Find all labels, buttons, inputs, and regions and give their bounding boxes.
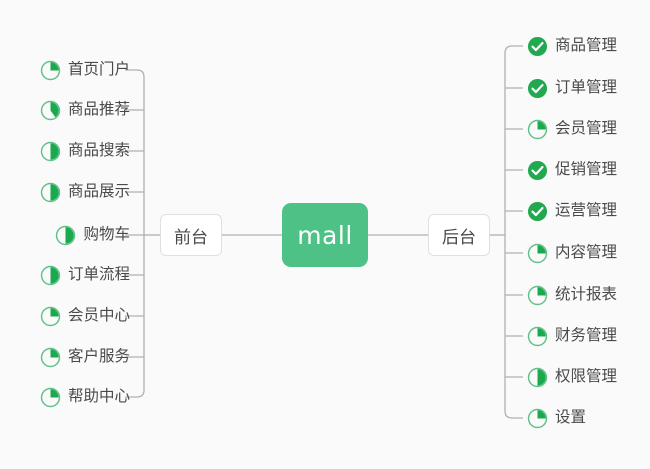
- progress-pie-icon: [40, 141, 61, 161]
- progress-pie-icon: [527, 367, 548, 387]
- leaf-item-订单流程[interactable]: 订单流程: [40, 263, 130, 287]
- leaf-item-label: 会员管理: [555, 119, 618, 138]
- leaf-item-label: 内容管理: [555, 243, 618, 262]
- leaf-item-label: 购物车: [83, 225, 130, 244]
- progress-pie-icon: [40, 100, 61, 120]
- progress-pie-icon: [527, 326, 548, 346]
- leaf-item-label: 商品展示: [67, 182, 130, 201]
- leaf-item-label: 权限管理: [555, 367, 618, 386]
- leaf-item-运营管理[interactable]: 运营管理: [527, 199, 617, 223]
- leaf-item-label: 财务管理: [555, 326, 618, 345]
- branch-node-backend-label: 后台: [442, 227, 476, 248]
- leaf-item-label: 订单管理: [555, 78, 618, 97]
- leaf-item-label: 统计报表: [555, 285, 618, 304]
- check-circle-icon: [527, 78, 548, 98]
- leaf-item-首页门户[interactable]: 首页门户: [40, 58, 130, 82]
- check-circle-icon: [527, 201, 548, 221]
- progress-pie-icon: [40, 387, 61, 407]
- leaf-item-商品推荐[interactable]: 商品推荐: [40, 98, 130, 122]
- leaf-item-label: 首页门户: [67, 60, 130, 79]
- progress-pie-icon: [40, 306, 61, 326]
- center-node-label: mall: [297, 220, 353, 250]
- progress-pie-icon: [527, 408, 548, 428]
- progress-pie-icon: [56, 225, 76, 245]
- leaf-item-label: 商品推荐: [67, 100, 130, 119]
- leaf-item-统计报表[interactable]: 统计报表: [527, 283, 617, 307]
- leaf-item-label: 帮助中心: [67, 387, 130, 406]
- leaf-item-财务管理[interactable]: 财务管理: [527, 324, 617, 348]
- progress-pie-icon: [40, 265, 61, 285]
- progress-pie-icon: [527, 285, 548, 305]
- leaf-item-label: 客户服务: [67, 347, 130, 366]
- leaf-item-会员管理[interactable]: 会员管理: [527, 117, 617, 141]
- leaf-item-label: 设置: [555, 408, 587, 427]
- leaf-item-label: 会员中心: [67, 306, 130, 325]
- leaf-item-订单管理[interactable]: 订单管理: [527, 76, 617, 100]
- leaf-item-权限管理[interactable]: 权限管理: [527, 365, 617, 389]
- leaf-item-label: 运营管理: [555, 201, 618, 220]
- center-node-mall[interactable]: mall: [282, 203, 368, 267]
- progress-pie-icon: [527, 119, 548, 139]
- progress-pie-icon: [40, 347, 61, 367]
- leaf-item-label: 促销管理: [555, 160, 618, 179]
- branch-node-backend[interactable]: 后台: [428, 214, 490, 256]
- leaf-item-购物车[interactable]: 购物车: [55, 223, 130, 247]
- progress-pie-icon: [527, 243, 548, 263]
- leaf-item-设置[interactable]: 设置: [527, 406, 586, 430]
- leaf-item-内容管理[interactable]: 内容管理: [527, 241, 617, 265]
- leaf-item-会员中心[interactable]: 会员中心: [40, 304, 130, 328]
- leaf-item-促销管理[interactable]: 促销管理: [527, 158, 617, 182]
- progress-pie-icon: [40, 182, 61, 202]
- leaf-item-客户服务[interactable]: 客户服务: [40, 345, 130, 369]
- leaf-item-商品搜索[interactable]: 商品搜索: [40, 139, 130, 163]
- check-circle-icon: [527, 36, 548, 56]
- leaf-item-帮助中心[interactable]: 帮助中心: [40, 385, 130, 409]
- leaf-item-label: 商品搜索: [67, 141, 130, 160]
- leaf-item-label: 商品管理: [555, 36, 618, 55]
- progress-pie-icon: [40, 60, 61, 80]
- branch-node-frontend[interactable]: 前台: [160, 214, 222, 256]
- leaf-item-商品管理[interactable]: 商品管理: [527, 34, 617, 58]
- leaf-item-label: 订单流程: [67, 265, 130, 284]
- leaf-item-商品展示[interactable]: 商品展示: [40, 180, 130, 204]
- branch-node-frontend-label: 前台: [174, 227, 208, 248]
- check-circle-icon: [527, 160, 548, 180]
